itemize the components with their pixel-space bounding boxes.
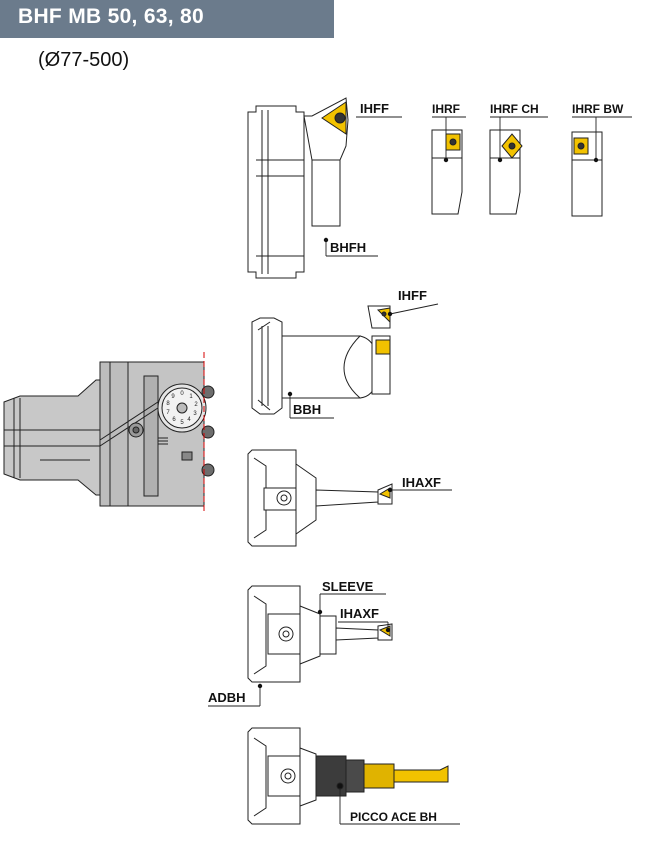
- leader-lines: [208, 116, 632, 825]
- label-ihrf: IHRF: [432, 102, 460, 116]
- dial-digit: 2: [194, 402, 198, 408]
- dial-digit: 5: [180, 420, 184, 426]
- label-ihaxf-2: IHAXF: [340, 606, 379, 621]
- dial-digit: 3: [193, 411, 197, 417]
- dial-digits: 0 1 2 3 4 5 6 7 8 9: [166, 391, 198, 426]
- ihrf-holder: [431, 129, 463, 215]
- picco-ace-assembly: [247, 727, 449, 825]
- dial-digit: 6: [172, 417, 176, 423]
- diameter-range: (Ø77-500): [38, 49, 130, 71]
- label-ihrf-ch: IHRF CH: [490, 102, 539, 116]
- boring-head-main: [3, 352, 215, 512]
- dial-digit: 4: [187, 417, 191, 423]
- dial-digit: 7: [166, 410, 170, 416]
- label-ihaxf-1: IHAXF: [402, 475, 441, 490]
- label-bbh: BBH: [293, 402, 321, 417]
- dial-digit: 8: [166, 401, 170, 407]
- page-title: BHF MB 50, 63, 80: [18, 5, 204, 28]
- dial-digit: 0: [180, 391, 184, 397]
- leader-dots: [257, 157, 599, 789]
- bbh-holder: [251, 305, 391, 415]
- label-sleeve: SLEEVE: [322, 579, 374, 594]
- label-ihff-mid: IHFF: [398, 288, 427, 303]
- label-ihrf-bw: IHRF BW: [572, 102, 624, 116]
- label-bhfh: BHFH: [330, 240, 366, 255]
- dial-digit: 1: [189, 394, 193, 400]
- ihrf-ch-holder: [489, 129, 523, 215]
- label-picco-ace-bh: PICCO ACE BH: [350, 810, 437, 824]
- dial-digit: 9: [171, 394, 175, 400]
- sleeve-assembly: [247, 585, 393, 683]
- bhfh-holder: [247, 97, 349, 279]
- ihaxf-holder-1: [247, 449, 393, 547]
- ihrf-bw-holder: [571, 131, 603, 217]
- header-bar: [0, 0, 334, 38]
- label-adbh: ADBH: [208, 690, 246, 705]
- label-ihff-top: IHFF: [360, 101, 389, 116]
